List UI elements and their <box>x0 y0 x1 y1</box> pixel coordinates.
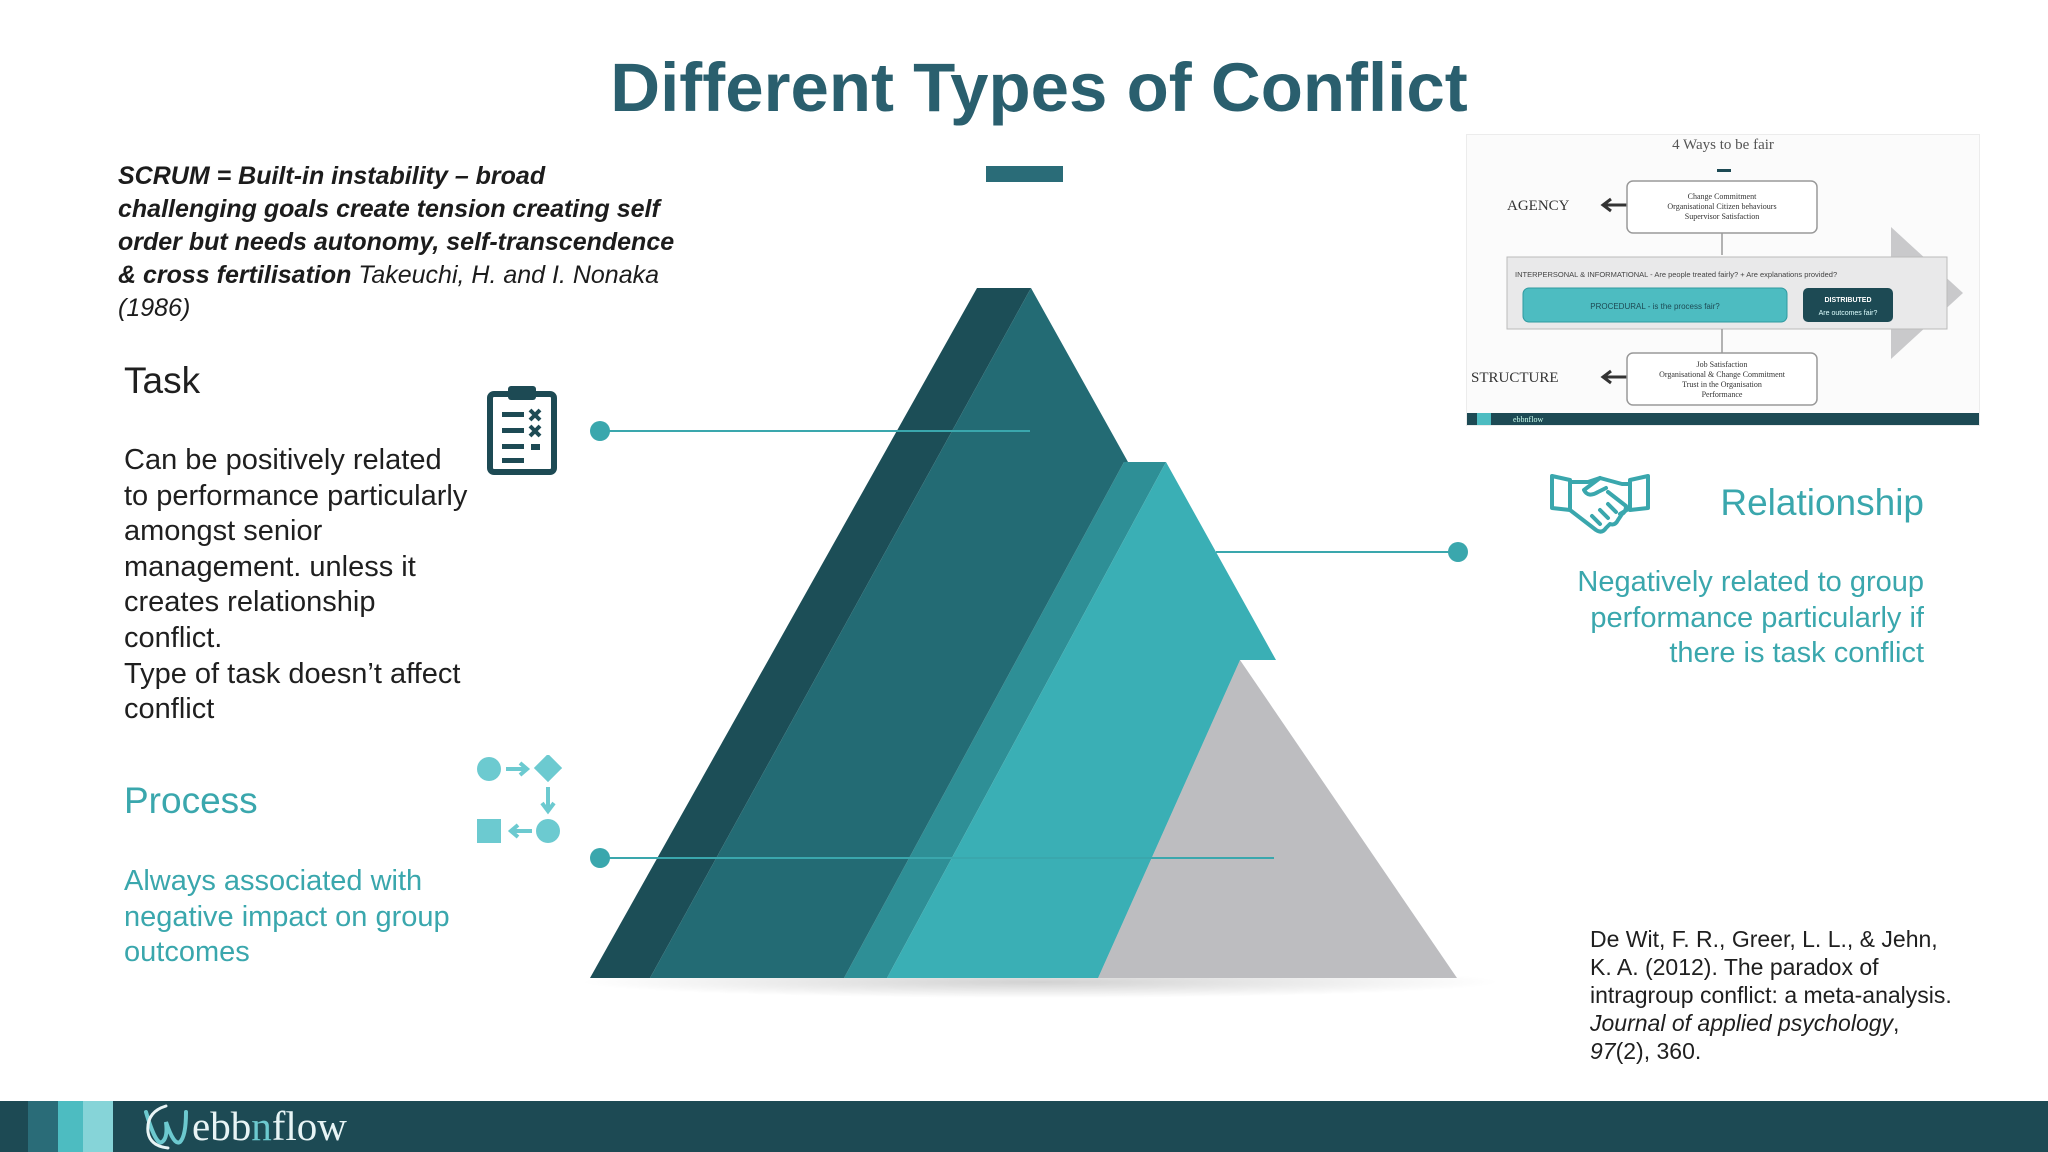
footer-accent-1 <box>28 1101 58 1152</box>
fair-title: 4 Ways to be fair <box>1672 137 1774 153</box>
pyramid-segment-light-teal-side <box>844 462 1166 978</box>
fair-distributed-sub: Are outcomes fair? <box>1819 310 1878 317</box>
fair-title-bar <box>1717 169 1731 172</box>
fair-agency-item-3: Supervisor Satisfaction <box>1685 212 1759 221</box>
fair-structure-box <box>1626 352 1818 406</box>
fair-footer-accent <box>1477 413 1491 425</box>
fair-footer-bar <box>1467 413 1979 425</box>
footer-bar <box>0 1101 2048 1152</box>
fair-agency-label: AGENCY <box>1507 198 1570 214</box>
process-connector-dot <box>590 848 610 868</box>
fair-distributed-box <box>1803 288 1893 322</box>
fairness-diagram: 4 Ways to be fair AGENCY Change Commitme… <box>1466 134 1980 426</box>
logo-text-n: n <box>251 1103 272 1149</box>
pyramid-segment-dark-teal <box>650 288 1128 978</box>
page-title: Different Types of Conflict <box>610 49 1468 126</box>
process-flow-icon <box>477 755 562 843</box>
logo-text-ebb: ebb <box>192 1103 252 1149</box>
process-description: Always associated with negative impact o… <box>124 865 450 969</box>
citation-journal: Journal of applied psychology <box>1590 1010 1894 1036</box>
task-description: Can be positively related to performance… <box>124 444 468 726</box>
footer-accent-2 <box>58 1101 83 1152</box>
pyramid-segment-light-teal <box>887 462 1276 978</box>
fair-agency-arrow <box>1600 197 1627 213</box>
relationship-connector-dot <box>1448 542 1468 562</box>
fair-agency-item-1: Change Commitment <box>1688 192 1757 201</box>
scrum-quote-bold: SCRUM = Built-in instability – broad cha… <box>118 162 675 289</box>
ebbnflow-logo-icon <box>144 1104 188 1150</box>
fair-structure-arrow <box>1600 369 1627 385</box>
relationship-description: Negatively related to group performance … <box>1577 566 1924 670</box>
fair-structure-item-3: Trust in the Organisation <box>1682 380 1762 389</box>
citation-authors: De Wit, F. R., Greer, L. L., & Jehn, K. … <box>1590 926 1952 1008</box>
logo-text-flow: flow <box>271 1103 347 1149</box>
citation-issue-pages: (2), 360. <box>1615 1038 1702 1064</box>
fair-structure-item-4: Performance <box>1702 390 1743 399</box>
fair-distributed-title: DISTRIBUTED <box>1824 297 1871 304</box>
fair-procedural: PROCEDURAL - is the process fair? <box>1590 302 1720 311</box>
clipboard-checklist-icon <box>487 386 557 475</box>
fair-structure-label: STRUCTURE <box>1471 370 1559 386</box>
citation-separator: , <box>1893 1010 1900 1036</box>
pyramid-segment-dark-teal-side <box>590 288 1031 978</box>
fair-footer-logo: ebbnflow <box>1513 415 1543 424</box>
fair-structure-item-2: Organisational & Change Commitment <box>1659 370 1786 379</box>
task-connector-dot <box>590 421 610 441</box>
fair-interpersonal: INTERPERSONAL & INFORMATIONAL - Are peop… <box>1515 270 1837 279</box>
process-heading: Process <box>124 780 258 821</box>
task-heading: Task <box>124 360 201 401</box>
handshake-icon <box>1550 474 1650 534</box>
citation: De Wit, F. R., Greer, L. L., & Jehn, K. … <box>1590 925 1960 1065</box>
fair-agency-item-2: Organisational Citizen behaviours <box>1667 202 1776 211</box>
fair-procedural-box <box>1522 287 1788 323</box>
title-underline <box>986 166 1063 182</box>
ebbnflow-logo-text: ebbnflow <box>192 1102 347 1150</box>
citation-volume: 97 <box>1590 1038 1616 1064</box>
scrum-quote-reference: Takeuchi, H. and I. Nonaka (1986) <box>118 261 659 322</box>
relationship-heading: Relationship <box>1720 482 1924 523</box>
scrum-quote: SCRUM = Built-in instability – broad cha… <box>118 160 678 325</box>
pyramid-segment-grey <box>1098 660 1457 978</box>
fair-structure-item-1: Job Satisfaction <box>1697 360 1748 369</box>
footer-accent-3 <box>83 1101 113 1152</box>
